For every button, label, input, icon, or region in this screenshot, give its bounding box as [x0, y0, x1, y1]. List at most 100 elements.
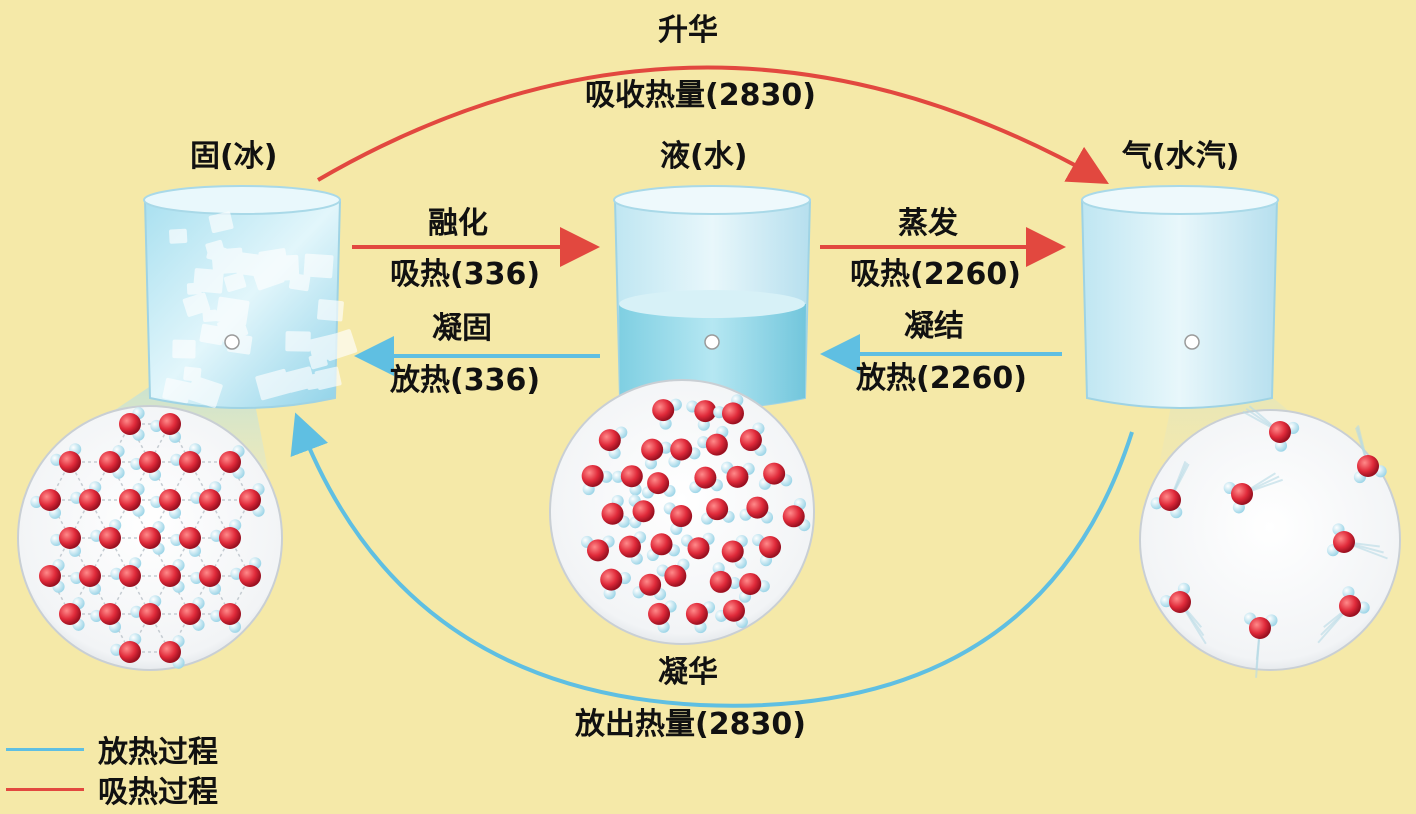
water-molecule: [50, 527, 82, 557]
water-molecule: [30, 489, 62, 519]
legend-release-swatch: [6, 747, 84, 751]
evaporation-name: 蒸发: [898, 206, 958, 241]
water-molecule: [59, 597, 85, 631]
legend-absorb: 吸热过程: [6, 767, 218, 811]
water-molecule: [190, 481, 222, 511]
water-molecule: [119, 483, 145, 517]
gas-state-label: 气(水汽): [1122, 139, 1240, 174]
water-molecule: [179, 597, 205, 631]
water-molecule: [782, 497, 811, 532]
water-molecule: [99, 445, 125, 479]
water-molecule: [598, 426, 628, 460]
water-molecule: [1326, 523, 1388, 560]
water-molecule: [663, 502, 693, 535]
sublimation-detail: 吸收热量(2830): [585, 78, 816, 113]
evaporation-detail: 吸热(2260): [850, 257, 1021, 292]
water-molecule: [110, 633, 142, 663]
water-molecule: [668, 438, 701, 468]
water-molecule: [709, 562, 741, 593]
water-molecule: [150, 489, 182, 519]
water-molecule: [697, 425, 729, 456]
water-molecule: [230, 557, 262, 587]
freezing-detail: 放热(336): [390, 363, 541, 398]
water-molecule: [686, 400, 717, 431]
water-molecule: [110, 557, 142, 587]
water-molecule: [170, 527, 202, 557]
water-molecule: [119, 407, 145, 441]
water-molecule: [39, 559, 65, 593]
sublimation-name: 升华: [658, 13, 718, 48]
liquid-state-label: 液(水): [660, 139, 748, 174]
water-molecule: [689, 466, 723, 494]
freezing-name: 凝固: [432, 311, 492, 346]
water-molecule: [1150, 460, 1190, 519]
water-molecule: [130, 451, 162, 481]
water-molecule: [601, 494, 630, 528]
water-molecule: [239, 483, 265, 517]
water-molecule: [685, 601, 716, 634]
melting-detail: 吸热(336): [390, 257, 541, 292]
water-molecule: [70, 565, 102, 595]
water-molecule: [139, 521, 165, 555]
water-molecule: [1353, 425, 1387, 484]
legend-absorb-swatch: [6, 787, 84, 791]
water-molecule: [159, 635, 185, 669]
water-molecule: [1243, 612, 1278, 678]
water-molecule: [600, 568, 631, 600]
water-molecule: [219, 445, 245, 479]
water-molecule: [1242, 405, 1300, 452]
water-molecule: [581, 464, 613, 496]
water-molecule: [90, 519, 122, 549]
solid-state-label: 固(冰): [190, 139, 278, 174]
water-molecule: [159, 559, 185, 593]
water-molecule: [210, 519, 242, 549]
water-molecule: [652, 398, 682, 430]
water-molecule: [681, 532, 715, 560]
water-molecule: [758, 462, 793, 490]
water-molecule: [721, 535, 748, 569]
water-molecule: [130, 595, 162, 625]
legend-release: 放热过程: [6, 727, 218, 771]
water-molecule: [713, 394, 744, 425]
vapor-molecule-view: [1139, 405, 1401, 678]
water-molecule: [646, 533, 680, 562]
water-molecule: [628, 494, 655, 529]
ice-molecule-view: [17, 405, 283, 671]
water-molecule: [70, 481, 102, 511]
water-molecule: [1317, 586, 1370, 644]
sublimation-arrow: [316, 65, 1109, 184]
water-molecule: [170, 443, 202, 473]
water-molecule: [150, 413, 182, 443]
water-molecule: [641, 438, 672, 470]
water-molecule: [190, 565, 222, 595]
water-molecule: [752, 534, 782, 567]
water-molecule: [210, 603, 242, 633]
water-molecule: [739, 496, 774, 524]
water-molecule: [618, 531, 647, 565]
water-molecule: [1223, 472, 1284, 514]
water-molecule: [50, 443, 82, 473]
melting-name: 融化: [428, 206, 488, 241]
water-molecule: [580, 535, 615, 562]
condensation-detail: 放热(2260): [856, 361, 1027, 396]
water-molecule: [738, 572, 770, 603]
legend-release-label: 放热过程: [98, 735, 218, 770]
water-molecule: [632, 573, 667, 601]
water-molecule: [612, 465, 643, 496]
water-molecule: [721, 461, 755, 488]
deposition-name: 凝华: [658, 655, 718, 690]
deposition-arrow: [290, 412, 1134, 708]
water-molecule: [648, 600, 677, 633]
water-molecule: [739, 422, 767, 457]
solid-ice-beaker: [143, 185, 358, 409]
water-molecule: [715, 599, 748, 629]
legend-absorb-label: 吸热过程: [98, 775, 218, 810]
water-molecule-view: [549, 379, 815, 645]
liquid-water-beaker: [613, 185, 812, 409]
gas-vapor-beaker: [1080, 185, 1279, 409]
water-molecule: [701, 498, 735, 525]
deposition-detail: 放出热量(2830): [575, 707, 806, 742]
water-molecule: [1160, 582, 1207, 645]
